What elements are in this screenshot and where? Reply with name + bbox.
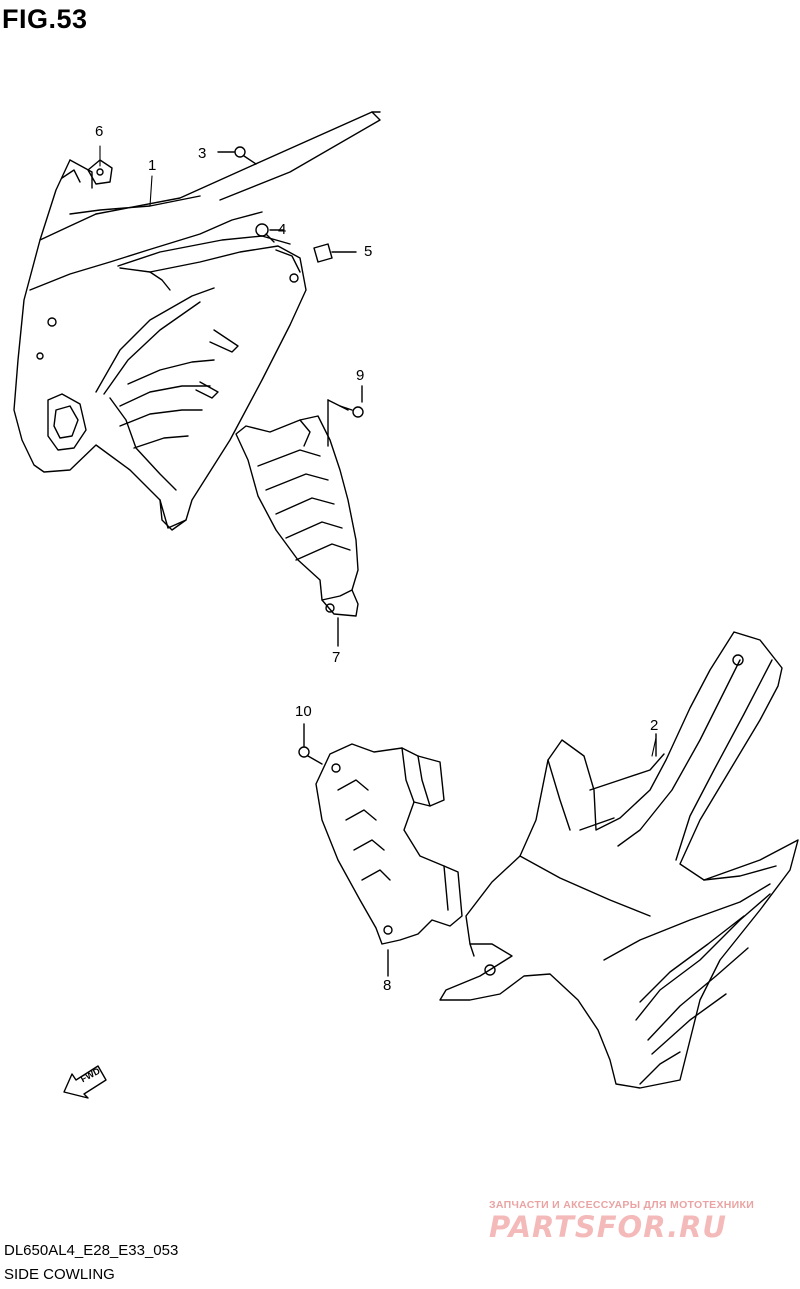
callout-8: 8 [383, 977, 392, 994]
part-10-screw [298, 723, 323, 765]
fwd-arrow-icon [63, 1065, 107, 1099]
callout-5: 5 [364, 243, 373, 260]
leader-lines [99, 145, 657, 757]
part-1-side-cowling-left [13, 111, 381, 531]
part-6-clip [87, 159, 113, 185]
callout-7: 7 [332, 649, 341, 666]
callout-9: 9 [356, 367, 365, 384]
watermark-tagline: ЗАПЧАСТИ И АКСЕССУАРЫ ДЛЯ МОТОТЕХНИКИ [489, 1199, 755, 1211]
figure-code: DL650AL4_E28_E33_053 [4, 1242, 179, 1259]
callout-4: 4 [278, 221, 287, 238]
part-2-side-cowling-right [439, 631, 799, 1089]
callout-6: 6 [95, 123, 104, 140]
part-7-inner-panel [235, 399, 359, 647]
callout-3: 3 [198, 145, 207, 162]
figure-title: FIG.53 [2, 4, 88, 34]
part-9-screw [339, 385, 364, 418]
watermark-brand: PARTSFOR.RU [489, 1210, 727, 1244]
figure-caption: SIDE COWLING [4, 1266, 115, 1283]
part-5-nut [313, 243, 357, 263]
callout-10: 10 [295, 703, 312, 720]
callout-2: 2 [650, 717, 659, 734]
part-3-screw [217, 146, 257, 165]
callout-1: 1 [148, 157, 157, 174]
part-4-bolt [255, 223, 285, 243]
part-8-inner-panel [315, 743, 463, 977]
